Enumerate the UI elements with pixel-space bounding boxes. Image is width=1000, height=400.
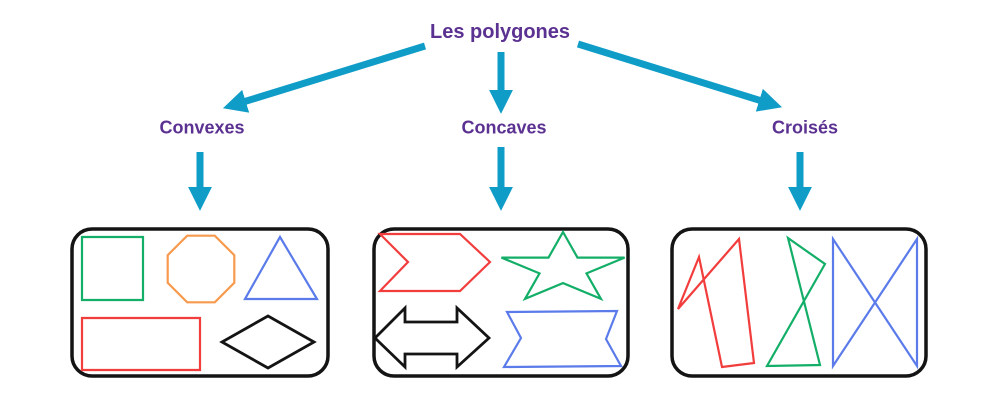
crossed-examples-box [670, 227, 928, 378]
crossed-bowtie-green-shape [765, 235, 827, 368]
diamond-shape [219, 314, 317, 370]
crossed-box-border [670, 227, 928, 378]
chevron-arrow-shape [377, 232, 492, 293]
concave-examples-box [372, 227, 630, 378]
octagon-shape [166, 234, 236, 304]
rectangle-shape [80, 316, 202, 372]
diagram-title: Les polygones [429, 21, 571, 43]
branch-label-concaves: Concaves [461, 117, 547, 138]
square-shape [80, 235, 145, 302]
concave-box-border [372, 227, 630, 378]
branch-label-convexes: Convexes [159, 117, 245, 138]
arrow-title-to-convexes [222, 42, 427, 113]
branch-label-croises: Croisés [771, 117, 839, 138]
convex-examples-box [70, 227, 330, 378]
triangle-shape [243, 234, 319, 301]
arrow-title-to-croises [576, 40, 783, 112]
star-shape [500, 229, 626, 302]
double-arrow-shape [373, 304, 492, 371]
crossed-rectangle-blue-shape [831, 235, 919, 370]
crossed-quad-red-shape [676, 236, 756, 369]
banner-shape [502, 309, 623, 369]
